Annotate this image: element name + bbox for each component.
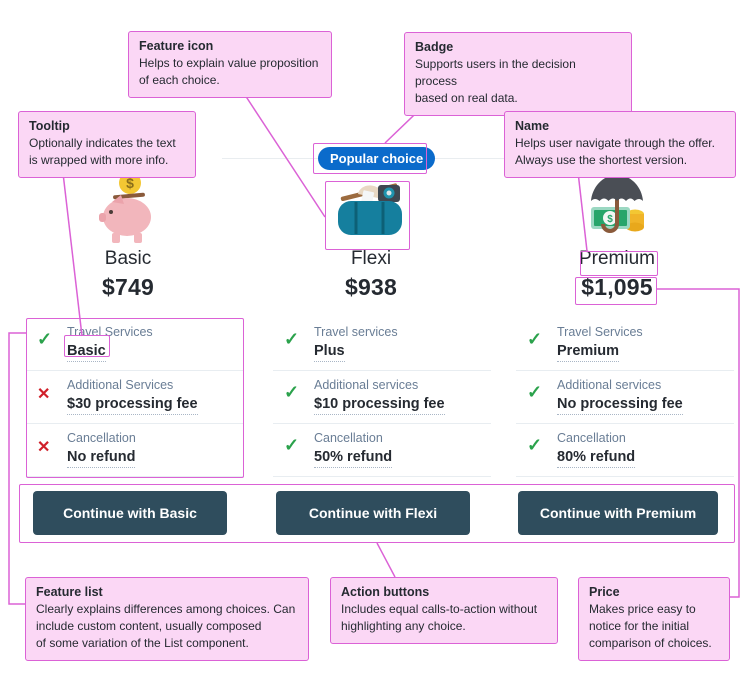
feature-label: Travel Services bbox=[557, 325, 643, 339]
feature-label: Cancellation bbox=[67, 431, 136, 445]
annotation-body: Helps user navigate through the offer. A… bbox=[515, 136, 715, 167]
feature-label: Additional services bbox=[557, 378, 662, 392]
highlight-tooltip-value bbox=[64, 335, 110, 357]
plan-name: Flexi bbox=[350, 248, 392, 269]
highlight-price bbox=[575, 277, 657, 305]
feature-label: Additional Services bbox=[67, 378, 174, 392]
feature-row: ✕ Additional Services $30 processing fee bbox=[26, 371, 244, 424]
annotation-body: Helps to explain value proposition of ea… bbox=[139, 56, 319, 87]
plan-name: Premium bbox=[578, 248, 655, 269]
annotation-body: Clearly explains differences among choic… bbox=[36, 602, 296, 650]
annotation-price: Price Makes price easy to notice for the… bbox=[578, 577, 730, 661]
continue-with-basic-button[interactable]: Continue with Basic bbox=[33, 491, 227, 535]
annotation-title: Badge bbox=[415, 40, 454, 54]
feature-value-tooltip[interactable]: Premium bbox=[557, 343, 620, 362]
annotation-title: Price bbox=[589, 585, 620, 599]
check-icon: ✓ bbox=[284, 382, 300, 402]
continue-with-flexi-button[interactable]: Continue with Flexi bbox=[276, 491, 470, 535]
feature-value-tooltip[interactable]: No refund bbox=[67, 449, 136, 468]
feature-value-tooltip[interactable]: Basic bbox=[67, 343, 106, 362]
annotation-tooltip: Tooltip Optionally indicates the text is… bbox=[18, 111, 196, 178]
highlight-name bbox=[580, 251, 658, 276]
check-icon: ✓ bbox=[284, 329, 300, 349]
annotation-body: Optionally indicates the text is wrapped… bbox=[29, 136, 176, 167]
feature-row: ✓ Additional services $10 processing fee bbox=[273, 371, 491, 424]
annotation-body: Includes equal calls-to-action without h… bbox=[341, 602, 538, 633]
feature-row: ✓ Cancellation 50% refund bbox=[273, 424, 491, 477]
feature-list-flexi: ✓ Travel services Plus ✓ Additional serv… bbox=[273, 318, 491, 477]
plan-header-flexi: Flexi $938 bbox=[262, 170, 480, 302]
popular-choice-badge: Popular choice bbox=[318, 147, 436, 170]
feature-row: ✓ Travel Services Premium bbox=[516, 318, 734, 371]
feature-row: ✓ Cancellation 80% refund bbox=[516, 424, 734, 477]
check-icon: ✓ bbox=[284, 435, 300, 455]
feature-label: Cancellation bbox=[314, 431, 383, 445]
check-icon: ✓ bbox=[527, 329, 543, 349]
feature-label: Cancellation bbox=[557, 431, 626, 445]
annotation-title: Name bbox=[515, 119, 550, 133]
highlight-feature-list bbox=[26, 318, 244, 478]
plan-header-premium: $ Premium $1,095 bbox=[508, 170, 726, 302]
annotation-body: Makes price easy to notice for the initi… bbox=[589, 602, 712, 650]
check-icon: ✓ bbox=[527, 382, 543, 402]
annotation-name: Name Helps user navigate through the off… bbox=[504, 111, 736, 178]
plan-price: $1,095 bbox=[581, 274, 653, 300]
annotation-title: Feature list bbox=[36, 585, 103, 599]
travel-bag-icon bbox=[262, 170, 480, 246]
annotation-body: Supports users in the decision process b… bbox=[415, 57, 576, 105]
plan-price: $749 bbox=[102, 274, 154, 300]
feature-value-tooltip[interactable]: 50% refund bbox=[314, 449, 393, 468]
check-icon: ✓ bbox=[37, 329, 53, 349]
plan-price: $938 bbox=[345, 274, 397, 300]
annotation-title: Feature icon bbox=[139, 39, 214, 53]
highlight-action-buttons bbox=[19, 484, 735, 543]
feature-label: Travel services bbox=[314, 325, 398, 339]
feature-value-tooltip[interactable]: No processing fee bbox=[557, 396, 683, 415]
plan-header-basic: $ Basic $749 bbox=[19, 170, 237, 302]
annotation-feature-icon: Feature icon Helps to explain value prop… bbox=[128, 31, 332, 98]
highlight-feature-icon bbox=[325, 181, 410, 250]
feature-value-tooltip[interactable]: $30 processing fee bbox=[67, 396, 198, 415]
feature-value-tooltip[interactable]: $10 processing fee bbox=[314, 396, 445, 415]
feature-value-tooltip[interactable]: Plus bbox=[314, 343, 345, 362]
cross-icon: ✕ bbox=[37, 386, 51, 403]
feature-list-basic: ✓ Travel Services Basic ✕ Additional Ser… bbox=[26, 318, 244, 477]
plan-name: Basic bbox=[104, 248, 152, 269]
cross-icon: ✕ bbox=[37, 439, 51, 456]
check-icon: ✓ bbox=[527, 435, 543, 455]
annotation-badge: Badge Supports users in the decision pro… bbox=[404, 32, 632, 116]
piggy-bank-icon: $ bbox=[19, 170, 237, 246]
annotation-feature-list: Feature list Clearly explains difference… bbox=[25, 577, 309, 661]
umbrella-money-icon: $ bbox=[508, 170, 726, 246]
highlight-badge bbox=[313, 143, 427, 174]
svg-text:$: $ bbox=[607, 214, 613, 225]
annotation-title: Action buttons bbox=[341, 585, 430, 599]
feature-list-premium: ✓ Travel Services Premium ✓ Additional s… bbox=[516, 318, 734, 477]
feature-row: ✓ Additional services No processing fee bbox=[516, 371, 734, 424]
svg-text:$: $ bbox=[126, 175, 134, 191]
feature-value-tooltip[interactable]: 80% refund bbox=[557, 449, 636, 468]
annotation-action-buttons: Action buttons Includes equal calls-to-a… bbox=[330, 577, 558, 644]
feature-row: ✕ Cancellation No refund bbox=[26, 424, 244, 477]
annotation-title: Tooltip bbox=[29, 119, 70, 133]
feature-label: Additional services bbox=[314, 378, 419, 392]
feature-row: ✓ Travel services Plus bbox=[273, 318, 491, 371]
